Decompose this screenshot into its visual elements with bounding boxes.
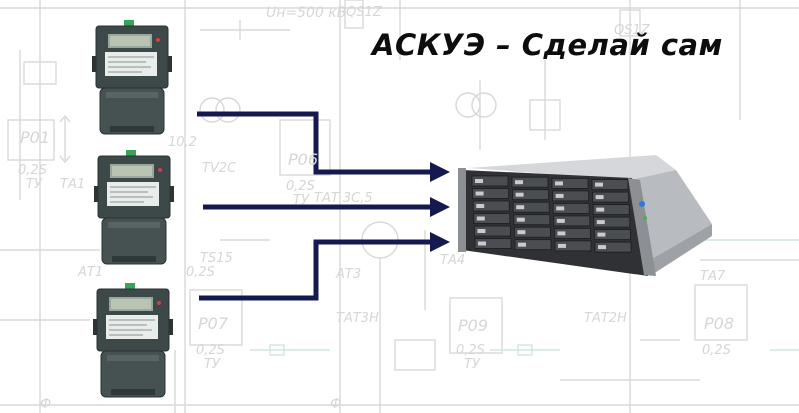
schematic-label: ТУ [204, 357, 220, 372]
arrowhead-1 [430, 162, 450, 182]
drive-bay-handle [556, 218, 565, 223]
arrowhead-3 [430, 232, 450, 252]
drive-bay [472, 200, 510, 212]
schematic-label: 0,2S [18, 163, 47, 178]
drive-bay [554, 227, 591, 239]
arrowheads [430, 162, 450, 252]
drive-bay [594, 229, 631, 241]
schematic-label: 0,2S [196, 343, 225, 358]
schematic-label: Uн=500 кВ [266, 5, 347, 21]
drive-bay-handle [516, 217, 525, 222]
schematic-label: ТУ [26, 177, 42, 192]
drive-bay [593, 216, 631, 228]
drive-bay-handle [515, 180, 523, 185]
drive-bay-handle [557, 231, 566, 236]
drive-bay [594, 241, 632, 253]
schematic-label: P01 [20, 128, 51, 147]
drive-bay-handle [558, 243, 566, 248]
background-schematic-green [250, 239, 799, 356]
drive-bay [513, 214, 551, 226]
drive-bay-handle [555, 193, 564, 198]
electricity-meter-icon [92, 282, 174, 398]
data-links [197, 111, 440, 301]
drive-bay [473, 213, 511, 224]
drive-bay [512, 201, 550, 213]
storage-server-icon [458, 155, 712, 276]
schematic-label: ТА7 [700, 269, 726, 284]
schematic-label: АТ3 [336, 267, 362, 282]
schematic-label: 0,2S [186, 265, 215, 280]
schematic-label: QS1Z [346, 5, 382, 20]
drive-bay [472, 188, 510, 199]
arrowhead-2 [430, 197, 450, 217]
schematic-label: TV2C [202, 161, 237, 176]
drive-bay [553, 215, 591, 227]
drive-bay-handle [478, 241, 486, 246]
schematic-label: Ф [40, 397, 52, 412]
drive-bay-handle [516, 205, 525, 210]
drive-bay [514, 226, 551, 238]
drive-bay-handle [595, 195, 604, 200]
schematic-label: Ф [330, 397, 342, 412]
drive-bay [592, 191, 629, 203]
schematic-label: 0,2S [286, 179, 315, 194]
schematic-label: ТА1 [60, 177, 86, 192]
drive-bay-handle [515, 192, 524, 197]
drive-bay-handle [595, 182, 603, 187]
schematic-label: ТУ [293, 193, 309, 208]
drive-bay [471, 175, 509, 187]
schematic-label: ТУ [464, 357, 480, 372]
drive-bay-handle [476, 204, 485, 208]
drive-bay [552, 202, 590, 214]
drive-bay-handle [517, 230, 526, 235]
drive-bay-handle [555, 181, 563, 186]
link-1 [197, 111, 440, 175]
drive-bay-handle [597, 232, 606, 237]
schematic-label: ТА4 [440, 253, 466, 268]
drive-bay-handle [477, 229, 486, 233]
drive-bay-handle [476, 216, 485, 221]
drive-bay [552, 190, 589, 202]
schematic-label: P09 [458, 316, 489, 335]
electricity-meter-icon [93, 149, 175, 265]
schematic-label: 10,2 [168, 135, 197, 150]
schematic-label: P06 [288, 150, 319, 169]
schematic-label: 0,2S [702, 343, 731, 358]
drive-bay-handle [475, 191, 484, 196]
drive-bay [514, 239, 552, 251]
drive-bay [511, 176, 549, 188]
schematic-label: АТ1 [78, 265, 104, 280]
schematic-label: ТАТ 3C,5 [314, 191, 373, 206]
drive-bay-handle [475, 179, 483, 183]
schematic-label: P08 [704, 314, 735, 333]
drive-bay-handle [596, 207, 605, 212]
schematic-label: 0,2S [456, 343, 485, 358]
link-3 [199, 239, 440, 301]
page-title: АСКУЭ – Сделай сам [372, 28, 723, 62]
drive-bay [591, 179, 629, 191]
schematic-label: ТАТ2Н [584, 311, 627, 326]
drive-bay-handle [518, 242, 526, 247]
drive-bay [551, 177, 589, 189]
schematic-label: QS1Z [614, 23, 650, 38]
schematic-label: P07 [198, 314, 229, 333]
drive-bay [592, 204, 630, 216]
drive-bay [473, 225, 511, 237]
drive-bay-handle [598, 245, 606, 250]
drive-bay [512, 189, 549, 201]
schematic-label: ТАТ3Н [336, 311, 379, 326]
drive-bay-handle [596, 220, 605, 225]
electricity-meter-icon [91, 19, 173, 135]
drive-bay [554, 240, 592, 252]
drive-bay [474, 238, 512, 249]
schematic-label: TS15 [200, 251, 233, 266]
drive-bay-handle [556, 206, 565, 211]
